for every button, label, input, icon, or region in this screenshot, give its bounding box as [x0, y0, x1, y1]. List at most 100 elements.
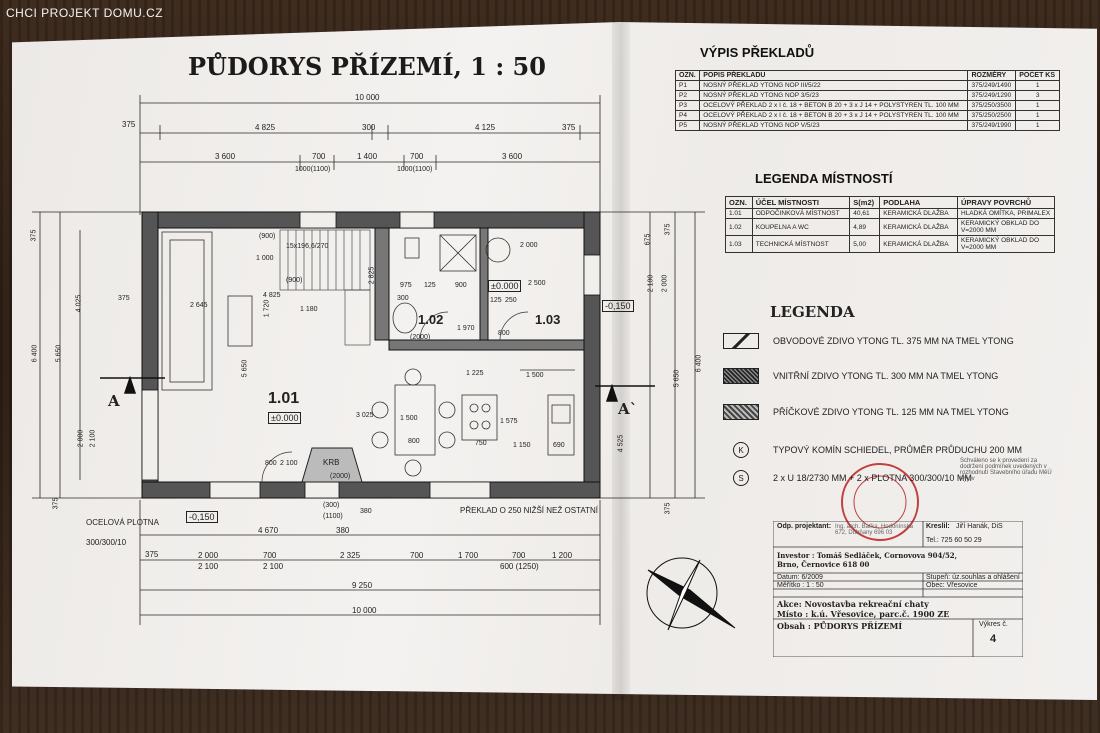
- fireplace-label: KRB: [323, 458, 340, 467]
- dim-top-4125: 4 125: [475, 123, 496, 132]
- dim-int-1720: 1 720: [263, 299, 271, 318]
- dim-bottom-600: 600 (1250): [500, 562, 539, 571]
- dim-bottom-2000: 2 000: [198, 551, 219, 560]
- section-a-left: A: [108, 392, 120, 410]
- dim-right-675: 675: [644, 233, 652, 246]
- dim-int-1180: 1 180: [300, 306, 318, 313]
- dim-int-2000b: (2000): [330, 473, 351, 480]
- dim-int-800b: 800: [408, 438, 420, 445]
- steel-plate-label: OCELOVÁ PLOTNA: [86, 518, 159, 527]
- lintel-col-rozmery: ROZMĚRY: [967, 70, 1017, 81]
- staircase: [279, 229, 371, 346]
- dim-int-900a: (900): [259, 233, 276, 240]
- dim-top-3600a: 3 600: [215, 152, 236, 161]
- steel-plate-dim: 300/300/10: [86, 538, 127, 547]
- dim-total-top: 10 000: [355, 93, 380, 102]
- chimney-symbol-icon: K: [733, 442, 749, 458]
- dim-int-2500: 2 500: [528, 280, 546, 287]
- dim-left-375c: 375: [118, 295, 130, 302]
- section-a-right: A`: [618, 400, 638, 418]
- stairs-label: 15x196,6/270: [286, 243, 329, 250]
- dim-int-125b: 125: [490, 297, 502, 304]
- room-101-level: ±0.000: [268, 412, 302, 424]
- exterior-level-east: -0,150: [602, 300, 634, 312]
- dim-top-700a: 700: [312, 152, 326, 161]
- dim-top-3600b: 3 600: [502, 152, 523, 161]
- projektant-name: Ing. arch. Baťka, Hodonínská 672, Dubňan…: [835, 524, 913, 536]
- exterior-level-south: -0,150: [186, 511, 218, 523]
- site-watermark: CHCI PROJEKT DOMU.CZ: [6, 6, 164, 20]
- vykres-label: Výkres č.: [979, 621, 1008, 628]
- meritko: Měřítko : 1 : 50: [777, 582, 824, 589]
- dim-int-5650: 5 650: [241, 359, 249, 378]
- interior-wall-swatch: [723, 368, 759, 384]
- dim-bottom-700a: 700: [263, 551, 277, 560]
- dim-bottom-9250: 9 250: [352, 581, 373, 590]
- dim-top-300: 300: [362, 123, 376, 132]
- dim-int-900: 900: [455, 282, 467, 289]
- lintel-col-popis: POPIS PŘEKLADU: [699, 70, 969, 81]
- lintel-table-title: VÝPIS PŘEKLADŮ: [700, 45, 815, 60]
- dim-bottom-375: 375: [145, 550, 159, 559]
- dim-right-4525: 4 525: [617, 434, 625, 453]
- dim-int-690: 690: [553, 442, 565, 449]
- sofa: [161, 231, 253, 391]
- sheet-fold: [612, 22, 630, 700]
- wall-north: [141, 211, 601, 229]
- rooms-col-upravy: ÚPRAVY POVRCHŮ: [957, 196, 1055, 209]
- investor: Investor : Tomáš Sedláček, Cornovova 904…: [777, 551, 958, 569]
- wall-interior-stair: [374, 227, 390, 341]
- dim-int-750: 750: [475, 440, 487, 447]
- dim-left-4025: 4 025: [75, 294, 83, 313]
- dim-bottom-2325: 2 325: [340, 551, 361, 560]
- dining-set: [371, 368, 456, 477]
- dim-left-2000: 2 000: [77, 429, 85, 448]
- dim-int-4825: 4 825: [263, 292, 281, 299]
- lintel-col-pocet: POČET KS: [1015, 70, 1060, 81]
- dim-int-2000: 2 000: [520, 242, 538, 249]
- misto: Místo : k.ú. Vřesovice, parc.č. 1900 ZE: [777, 609, 950, 619]
- room-102-label: 1.02: [418, 312, 444, 327]
- rooms-col-ozn: OZN.: [725, 196, 753, 209]
- dim-top-375a: 375: [122, 120, 136, 129]
- dim-int-1225: 1 225: [466, 370, 484, 377]
- rooms-legend-title: LEGENDA MÍSTNOSTÍ: [755, 171, 893, 186]
- dim-int-300b: (300): [323, 502, 340, 509]
- dim-bottom-380: 380: [336, 526, 350, 535]
- dim-bottom-1700: 1 700: [458, 551, 479, 560]
- obec: Obec: Vřesovice: [926, 582, 978, 589]
- dim-int-2100: 2 100: [280, 460, 298, 467]
- dim-int-1970: 1 970: [457, 325, 475, 332]
- dim-int-800: 800: [498, 330, 510, 337]
- dim-left-5650: 5 650: [55, 344, 63, 363]
- legend-item-partition-wall: PŘÍČKOVÉ ZDIVO YTONG TL. 125 MM NA TMEL …: [723, 404, 1009, 420]
- dim-int-3025: 3 025: [356, 412, 374, 419]
- akce: Akce: Novostavba rekreační chaty: [777, 599, 929, 609]
- dim-int-2645: 2 645: [190, 302, 208, 309]
- bathroom-fixtures: [392, 234, 511, 334]
- dim-int-900b: (900): [286, 277, 303, 284]
- room-101-label: 1.01: [268, 390, 300, 407]
- room-102-level: ±0.000: [488, 280, 522, 292]
- projektant-label: Odp. projektant:: [777, 523, 832, 530]
- dim-int-2825: 2 825: [368, 266, 376, 285]
- wall-interior-bath: [388, 339, 585, 351]
- dim-bottom-2100a: 2 100: [198, 562, 219, 571]
- dim-right-2000: 2 000: [661, 274, 669, 293]
- dim-bottom-2100b: 2 100: [263, 562, 284, 571]
- kreslil-name: Jiří Hanák, DiS: [956, 523, 1003, 530]
- dim-top-1400: 1 400: [357, 152, 378, 161]
- dim-bottom-700b: 700: [410, 551, 424, 560]
- legend-title: LEGENDA: [770, 303, 855, 321]
- fireplace: [301, 447, 363, 483]
- rooms-legend-table: OZN. ÚČEL MÍSTNOSTI S(m2) PODLAHA ÚPRAVY…: [725, 196, 1055, 253]
